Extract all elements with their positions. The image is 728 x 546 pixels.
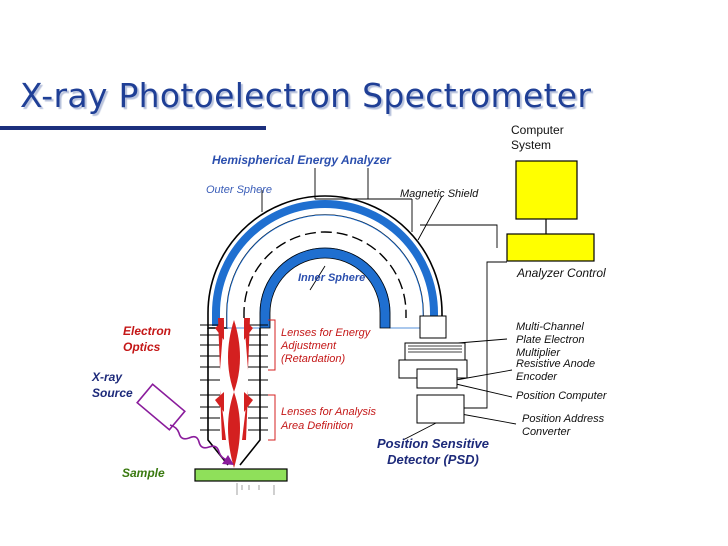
- resistive-anode-label: Resistive Anode Encoder: [516, 358, 596, 383]
- position-address-label: Position Address Converter: [522, 413, 605, 438]
- page-title: X-ray Photoelectron Spectrometer: [20, 76, 592, 115]
- outer-sphere-label: Outer Sphere: [206, 184, 273, 196]
- multichannel-plate-label: Multi-Channel Plate Electron Multiplier: [516, 321, 585, 359]
- column-wall-left: [207, 328, 229, 466]
- analyzer-control-label: Analyzer Control: [517, 266, 606, 280]
- lens-brackets: [268, 319, 276, 441]
- xray-beam-arrow: [222, 455, 234, 465]
- electron-optics-column: [200, 318, 276, 468]
- xray-source-label: X-ray Source: [92, 370, 133, 400]
- hemispherical-analyzer: [207, 195, 447, 339]
- xray-source-box: [136, 383, 186, 431]
- lenses-analysis-label: Lenses for Analysis Area Definition: [281, 406, 376, 432]
- column-wall-right: [239, 328, 261, 466]
- sample-plate: [194, 468, 288, 482]
- electron-optics-label: Electron Optics: [123, 324, 172, 354]
- position-computer-box: [416, 368, 458, 389]
- electron-lens-beam: [215, 318, 253, 468]
- position-computer-label: Position Computer: [516, 390, 607, 402]
- inner-sphere: [259, 247, 391, 329]
- detector-boxes: [398, 342, 468, 424]
- sample-ticks: [236, 483, 275, 495]
- xray-beam: [169, 424, 228, 461]
- position-address-box: [416, 394, 465, 424]
- leader-lines: [261, 168, 517, 441]
- psd-label: Position Sensitive Detector (PSD): [377, 436, 489, 467]
- lenses-energy-label: Lenses for Energy Adjustment (Retardatio…: [281, 327, 371, 365]
- lens-electrodes-right: [248, 324, 268, 431]
- title-underline: [0, 126, 266, 130]
- electron-multiplier-box: [404, 342, 466, 361]
- analyzer-control-box: [506, 233, 595, 262]
- computer-system-box: [515, 160, 578, 220]
- computer-system-label: Computer System: [511, 123, 564, 152]
- electron-trajectory: [243, 231, 407, 318]
- lens-electrodes-left: [200, 324, 220, 431]
- sample-label: Sample: [122, 466, 165, 480]
- magnetic-shield-label: Magnetic Shield: [400, 188, 479, 200]
- inner-sphere-label: Inner Sphere: [298, 272, 366, 284]
- detector-slot: [419, 315, 447, 339]
- hemispherical-analyzer-label: Hemispherical Energy Analyzer: [212, 153, 391, 167]
